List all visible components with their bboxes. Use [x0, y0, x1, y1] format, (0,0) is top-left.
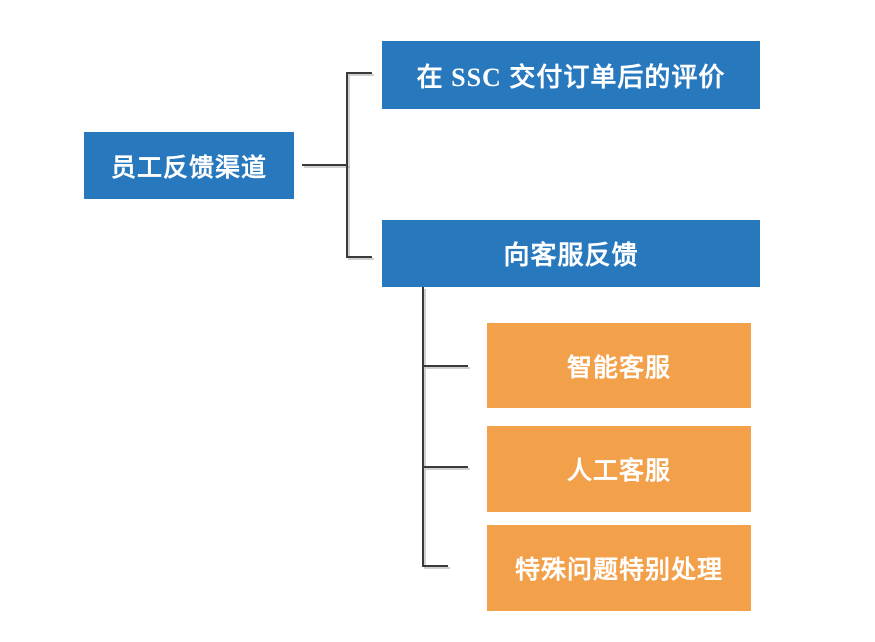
connector-stub-special-handling [424, 565, 448, 567]
node-label: 特殊问题特别处理 [514, 557, 723, 584]
node-human-cs: 人工客服 [487, 426, 751, 512]
node-label: 向客服反馈 [503, 241, 639, 270]
node-employee-feedback-channels: 员工反馈渠道 [84, 132, 294, 199]
node-special-handling: 特殊问题特别处理 [487, 525, 751, 611]
connector-stub-cs-feedback [348, 256, 372, 258]
connector-root-vertical-line [346, 72, 348, 258]
node-label: 智能客服 [566, 354, 671, 382]
connector-cs-vertical-line [422, 287, 424, 567]
node-label: 人工客服 [566, 458, 671, 485]
node-label: 在 SSC 交付订单后的评价 [416, 62, 726, 92]
connector-stub-human-cs [424, 466, 468, 468]
node-smart-cs: 智能客服 [487, 323, 751, 408]
node-label: 员工反馈渠道 [110, 154, 267, 182]
node-feedback-to-cs: 向客服反馈 [382, 220, 760, 287]
node-ssc-order-review: 在 SSC 交付订单后的评价 [382, 41, 760, 109]
connector-root-feed-line [302, 164, 348, 166]
connector-stub-smart-cs [424, 365, 468, 367]
connector-stub-ssc-review [348, 72, 372, 74]
